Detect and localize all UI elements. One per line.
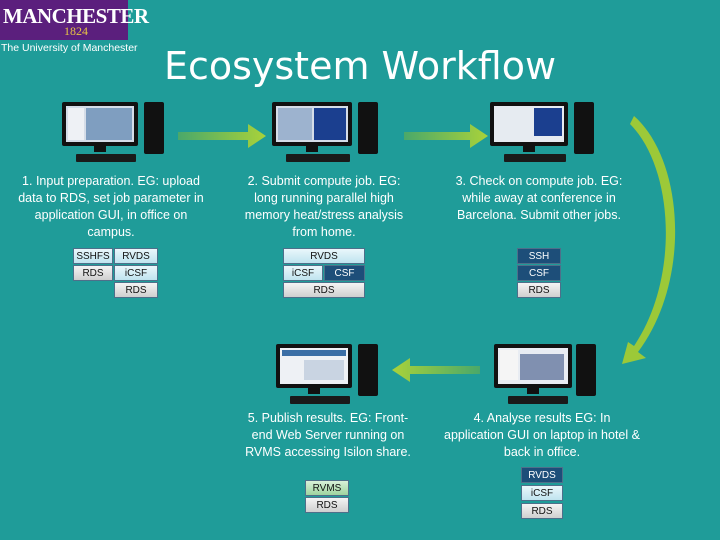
keyboard [286,154,350,162]
keyboard [508,396,568,404]
tag-sshfs: SSHFS [73,248,113,264]
tag-ssh: SSH [517,248,561,264]
tag-rvds: RVDS [114,248,158,264]
tag-rds: RDS [114,282,158,298]
tag-rds: RDS [517,282,561,298]
monitor [62,102,138,146]
keyboard [290,396,350,404]
tower [576,344,596,396]
step-5-text: 5. Publish results. EG: Front-end Web Se… [245,411,411,459]
step-3-text: 3. Check on compute job. EG: while away … [455,174,623,222]
step-1-text: 1. Input preparation. EG: upload data to… [18,174,204,239]
arrow-step3-to-step4 [622,116,676,364]
tag-rvds: RVDS [283,248,365,264]
tag-rvms: RVMS [305,480,349,496]
keyboard [504,154,566,162]
arrow-step2-to-step3 [404,124,488,148]
tag-icsf: iCSF [283,265,323,281]
logo-wordmark: MANCHESTER [3,4,149,28]
tag-rvds: RVDS [521,467,563,483]
page-title: Ecosystem Workflow [163,44,557,88]
tag-rds: RDS [305,497,349,513]
keyboard [76,154,136,162]
logo-subtitle: The University of Manchester [1,42,138,54]
tag-icsf: iCSF [521,485,563,501]
tower [144,102,164,154]
monitor [272,102,352,146]
monitor [494,344,572,388]
university-logo: MANCHESTER 1824 The University of Manche… [0,0,149,56]
tag-rds: RDS [283,282,365,298]
arrow-step4-to-step5 [392,358,480,382]
tag-icsf: iCSF [114,265,158,281]
step-2-text: 2. Submit compute job. EG: long running … [244,174,404,239]
tower [358,344,378,396]
logo-year: 1824 [64,24,88,38]
monitor [490,102,568,146]
arrow-step1-to-step2 [178,124,266,148]
tag-csf: CSF [324,265,365,281]
tag-rds: RDS [73,265,113,281]
tag-rds: RDS [521,503,563,519]
tower [358,102,378,154]
tower [574,102,594,154]
tag-csf: CSF [517,265,561,281]
step-4-text: 4. Analyse results EG: In application GU… [444,411,640,459]
monitor [276,344,352,388]
logo-block [0,0,128,40]
